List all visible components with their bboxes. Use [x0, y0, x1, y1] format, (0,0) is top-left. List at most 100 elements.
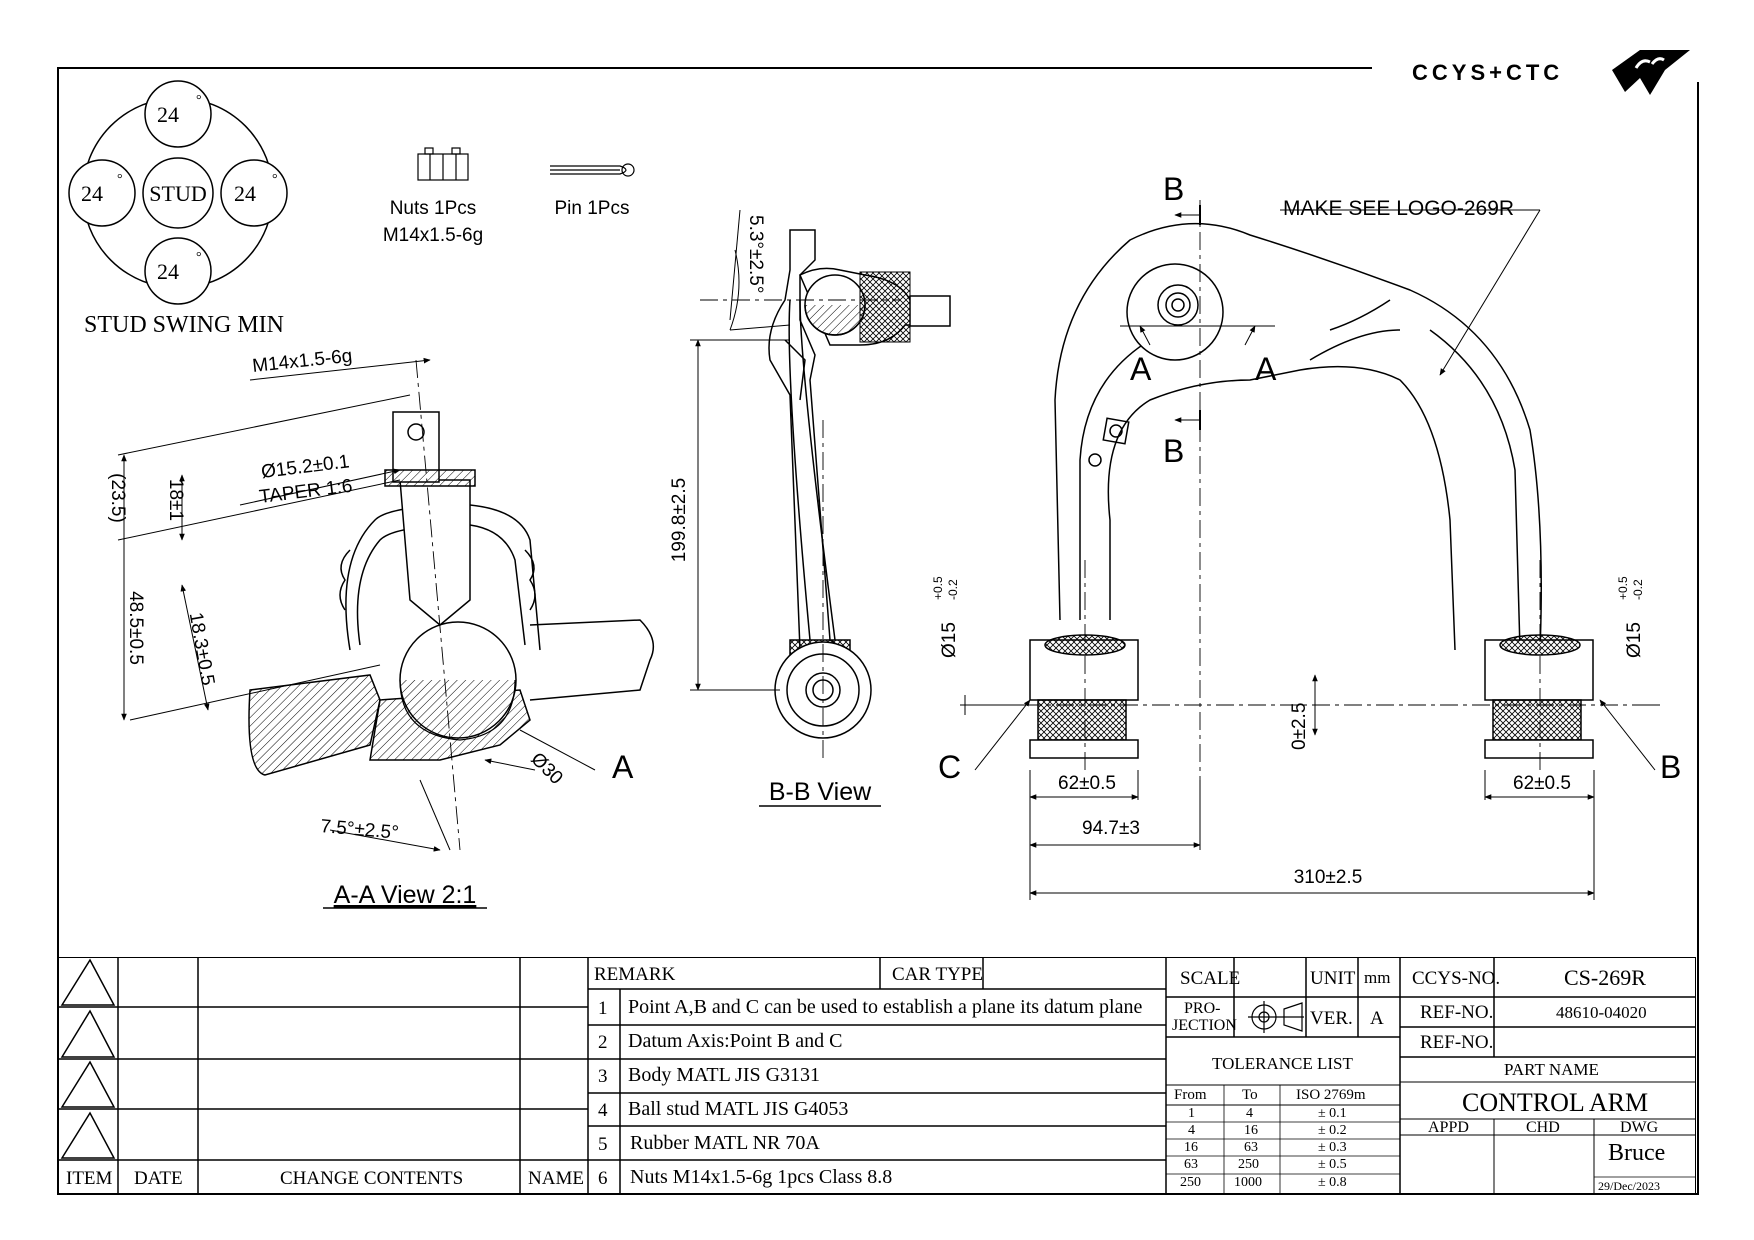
tol-to: 63 — [1244, 1140, 1258, 1155]
rev-header-item: ITEM — [66, 1168, 113, 1189]
bush-tol-down-left: -0.2 — [946, 579, 960, 600]
point-c-label: C — [938, 749, 961, 785]
stud-center-label: STUD — [149, 181, 206, 206]
projection-symbol-icon — [1248, 1001, 1304, 1033]
tol-header-to: To — [1242, 1087, 1258, 1103]
rev-header-date: DATE — [134, 1168, 183, 1189]
ver-label: VER. — [1310, 1008, 1353, 1029]
aa-dim-18: 18±1 — [165, 479, 186, 521]
tol-value: ± 0.8 — [1318, 1175, 1347, 1190]
tol-value: ± 0.1 — [1318, 1106, 1347, 1121]
width-left-dim: 62±0.5 — [1058, 773, 1116, 794]
ccys-no-value: CS-269R — [1564, 965, 1646, 990]
bush-tol-up-left: +0.5 — [931, 576, 945, 600]
car-type-label: CAR TYPE — [892, 964, 983, 985]
remark-no: 4 — [598, 1100, 608, 1121]
castle-nut-icon — [417, 147, 469, 181]
svg-text:°: ° — [117, 172, 123, 187]
tol-to: 4 — [1246, 1106, 1253, 1121]
main-note: MAKE SEE LOGO-269R — [1283, 197, 1514, 220]
bush-tol-down-right: -0.2 — [1631, 579, 1645, 600]
scale-label: SCALE — [1180, 968, 1241, 989]
bush-dia-left: Ø15 — [939, 622, 960, 658]
remark-no: 6 — [598, 1168, 608, 1189]
tolerance-title: TOLERANCE LIST — [1212, 1054, 1353, 1073]
remark-label: REMARK — [594, 964, 676, 985]
pin-name: Pin 1Pcs — [555, 198, 630, 219]
aa-thread-dim: M14x1.5-6g — [251, 346, 353, 377]
part-name-value: CONTROL ARM — [1462, 1088, 1649, 1117]
tol-to: 250 — [1238, 1157, 1259, 1172]
nut-spec: M14x1.5-6g — [383, 225, 483, 246]
remark-text: Rubber MATL NR 70A — [630, 1132, 820, 1154]
remark-text: Datum Axis:Point B and C — [628, 1030, 843, 1052]
remark-text: Nuts M14x1.5-6g 1pcs Class 8.8 — [630, 1166, 893, 1188]
svg-text:°: ° — [196, 93, 202, 108]
point-b-label: B — [1660, 749, 1681, 785]
bush-dia-right: Ø15 — [1624, 622, 1645, 658]
tol-from: 16 — [1184, 1140, 1198, 1155]
bb-length-dim: 199.8±2.5 — [669, 478, 690, 562]
aa-dim-18-3: 18.3±0.5 — [185, 611, 219, 687]
logo-text: CCYS+CTC — [1412, 60, 1563, 85]
remark-no: 5 — [598, 1134, 608, 1155]
swing-angle-left: 24 — [81, 181, 103, 206]
stud-swing-title: STUD SWING MIN — [84, 312, 284, 338]
rev-header-change: CHANGE CONTENTS — [280, 1168, 464, 1189]
bb-angle-dim: 5.3°±2.5° — [745, 215, 766, 293]
drawing-date: 29/Dec/2023 — [1598, 1179, 1660, 1193]
tol-header-from: From — [1174, 1087, 1207, 1103]
company-logo: CCYS+CTC — [1412, 50, 1690, 95]
svg-text:°: ° — [272, 172, 278, 187]
nut-name: Nuts 1Pcs — [390, 198, 477, 219]
tol-value: ± 0.2 — [1318, 1123, 1347, 1138]
offset-dim: 0±2.5 — [1289, 703, 1310, 750]
width-right-dim: 62±0.5 — [1513, 773, 1571, 794]
svg-text:°: ° — [196, 250, 202, 265]
title-block-grid — [58, 957, 1696, 1194]
tol-to: 16 — [1244, 1123, 1258, 1138]
ball-pos-dim: 94.7±3 — [1082, 818, 1140, 839]
swing-angle-right: 24 — [234, 181, 256, 206]
ref-no-label-2: REF-NO. — [1420, 1032, 1494, 1053]
remark-no: 1 — [598, 998, 608, 1019]
appd-label: APPD — [1428, 1119, 1469, 1136]
aa-view-title: A-A View 2:1 — [334, 881, 477, 909]
aa-dim-48-5: 48.5±0.5 — [125, 591, 146, 665]
remark-text: Ball stud MATL JIS G4053 — [628, 1098, 849, 1120]
dwg-by: Bruce — [1608, 1140, 1666, 1166]
remark-text: Point A,B and C can be used to establish… — [628, 996, 1143, 1018]
title-block: ITEM DATE CHANGE CONTENTS NAME REMARK CA… — [58, 957, 1696, 1194]
logo-mark-icon — [1612, 50, 1690, 95]
ref-no-label-1: REF-NO. — [1420, 1002, 1494, 1023]
dwg-label: DWG — [1620, 1119, 1659, 1136]
bb-section-view — [690, 209, 951, 760]
tol-value: ± 0.3 — [1318, 1140, 1347, 1155]
pin-part: Pin 1Pcs — [550, 163, 635, 219]
nut-part: Nuts 1Pcs M14x1.5-6g — [383, 147, 483, 246]
part-name-label: PART NAME — [1504, 1060, 1599, 1079]
aa-section-view — [117, 357, 655, 852]
ref-no-value-1: 48610-04020 — [1556, 1003, 1647, 1022]
control-arm-main-view — [960, 200, 1660, 900]
aa-point-a: A — [612, 749, 634, 785]
tol-value: ± 0.5 — [1318, 1157, 1347, 1172]
rev-header-name: NAME — [528, 1168, 584, 1189]
tol-from: 4 — [1188, 1123, 1195, 1138]
stud-swing-diagram: STUD 24 24 24 24 ° ° ° ° STUD SWING MIN — [68, 80, 288, 338]
ccys-no-label: CCYS-NO. — [1412, 968, 1501, 989]
tol-from: 1 — [1188, 1106, 1195, 1121]
unit-value: mm — [1364, 968, 1391, 987]
chd-label: CHD — [1526, 1119, 1560, 1136]
section-a-left: A — [1130, 351, 1152, 387]
remark-no: 2 — [598, 1032, 608, 1053]
swing-angle-bottom: 24 — [157, 259, 179, 284]
ver-value: A — [1370, 1008, 1384, 1029]
section-b-bottom: B — [1163, 433, 1184, 469]
tol-from: 63 — [1184, 1157, 1198, 1172]
projection-label-2: JECTION — [1172, 1017, 1237, 1034]
unit-label: UNIT — [1310, 968, 1356, 989]
cotter-pin-icon — [550, 163, 635, 177]
section-a-right: A — [1255, 351, 1277, 387]
